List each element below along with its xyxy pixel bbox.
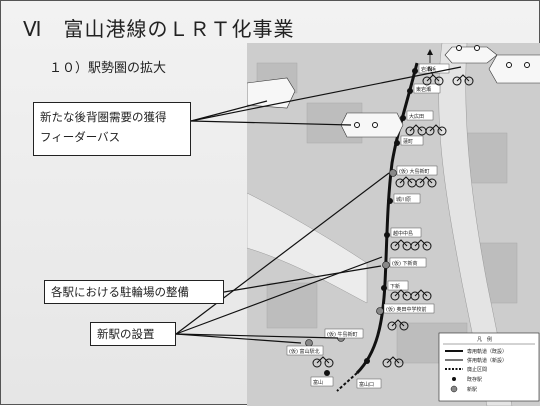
new-station-callout: 新駅の設置	[90, 322, 176, 346]
bicycle-icon	[425, 124, 447, 136]
station-label: (仮) 牛島新町	[327, 331, 358, 338]
station-label: 富山	[313, 379, 323, 386]
station-label: 富山口	[359, 381, 374, 388]
slide-title: Ⅵ 富山港線のＬＲＴ化事業	[23, 17, 295, 41]
station-label: 越中中島	[393, 230, 413, 237]
station-label: 城川原	[396, 196, 411, 203]
feeder-callout-line2: フィーダーバス	[40, 130, 121, 144]
station-label: (仮) 富山駅北	[289, 348, 320, 355]
legend-title: 凡 例	[477, 336, 492, 343]
legend-item: 専用軌道（既設）	[467, 348, 507, 355]
legend-item: 既存駅	[467, 376, 482, 383]
feeder-callout-line1: 新たな後背圏需要の獲得	[40, 110, 167, 124]
station-label: (仮) 下新商	[392, 260, 418, 267]
legend-item: 新駅	[467, 386, 477, 393]
feeder-area-north	[444, 46, 498, 64]
station-label: 大広田	[409, 113, 424, 120]
feeder-bus-callout: 新たな後背圏需要の獲得 フィーダーバス	[33, 102, 191, 156]
north-label: N	[428, 66, 433, 73]
legend-item: 併用軌道（新設）	[467, 357, 507, 364]
abandoned-section	[336, 372, 358, 392]
station-label: 下新	[390, 283, 400, 290]
station-label: 東岩瀬	[416, 86, 431, 93]
feeder-bus-areas	[340, 46, 540, 138]
route-map: 岩瀬浜 東岩瀬 大広田 蓮町 (仮) 大島新町 城川原 越中中島 (仮) 下新商…	[247, 43, 540, 406]
bicycle-icon	[410, 239, 432, 251]
feeder-area-west	[247, 77, 296, 109]
station-label: (仮) 奥田中学校前	[386, 306, 427, 313]
feeder-area-east	[488, 54, 540, 84]
slide-subtitle: １０）駅勢圏の拡大	[49, 61, 167, 76]
station-label: (仮) 大島新町	[399, 168, 430, 175]
bicycle-icon	[382, 356, 404, 368]
bicycle-parking-callout: 各駅における駐輪場の整備	[44, 280, 224, 304]
legend-item: 廃止区間	[467, 366, 487, 373]
map-legend: 凡 例 専用軌道（既設） 併用軌道（新設） 廃止区間 既存駅 新駅	[438, 332, 540, 402]
bicycle-icon	[415, 176, 437, 188]
bicycle-icon	[312, 356, 334, 368]
bicycle-icon	[410, 289, 432, 301]
bus-stop-icons	[354, 45, 530, 128]
station-label: 蓮町	[403, 138, 413, 145]
